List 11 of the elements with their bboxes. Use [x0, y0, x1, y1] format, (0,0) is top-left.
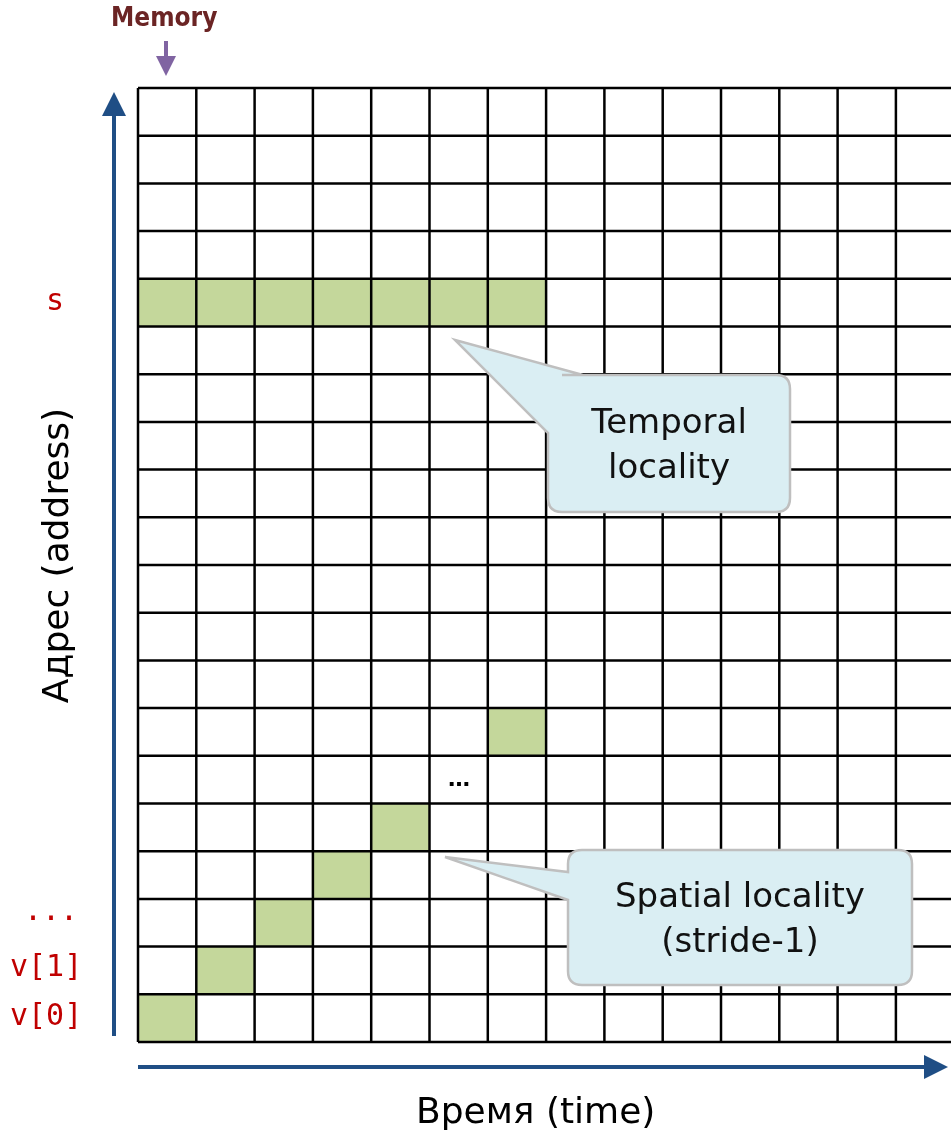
ellipsis: …	[448, 766, 470, 791]
variable-label: s	[46, 282, 65, 317]
axis-label: Время (time)	[416, 1090, 656, 1131]
axis-label: Адрес (address)	[34, 406, 76, 706]
memory-label: Memory	[111, 2, 218, 32]
variable-label: v[1]	[10, 948, 83, 983]
callout-text: Spatial locality (stride-1)	[614, 874, 866, 962]
callout-bubble	[445, 850, 913, 986]
variable-label: v[0]	[10, 997, 83, 1032]
callout-text: Temporal locality	[590, 400, 748, 488]
ellipsis: ...	[24, 892, 79, 927]
